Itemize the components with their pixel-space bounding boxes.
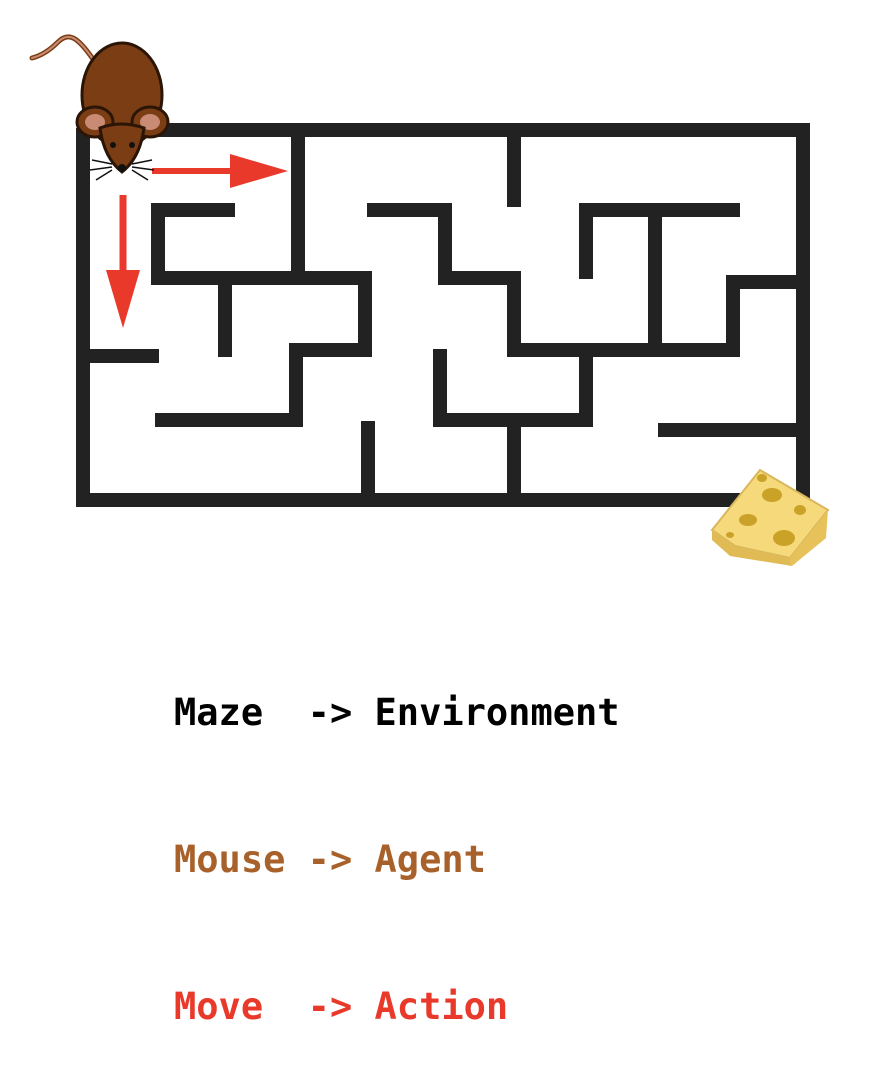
maze-wall <box>579 203 740 279</box>
maze-wall <box>726 275 810 357</box>
maze-diagram <box>29 34 830 566</box>
legend-arrow: -> <box>307 691 353 734</box>
maze-wall <box>367 203 593 427</box>
legend-row-agent: Mouse -> Agent <box>174 835 620 884</box>
legend-row-environment: Maze -> Environment <box>174 688 620 737</box>
maze <box>76 123 810 507</box>
legend: Maze -> Environment Mouse -> Agent Move … <box>174 590 620 1080</box>
legend-row-action: Move -> Action <box>174 982 620 1031</box>
maze-wall <box>151 203 372 427</box>
cheese-icon <box>710 468 830 566</box>
arrow-down-icon <box>106 195 140 328</box>
legend-arrow: -> <box>307 838 353 881</box>
legend-arrow: -> <box>307 985 353 1028</box>
arrow-right-icon <box>152 154 288 188</box>
maze-outer-wall <box>76 123 810 507</box>
legend-term: Maze <box>174 691 286 734</box>
legend-meaning: Environment <box>374 691 620 734</box>
mouse-icon <box>29 34 170 181</box>
legend-term: Move <box>174 985 286 1028</box>
legend-term: Mouse <box>174 838 286 881</box>
action-arrows <box>106 154 288 328</box>
legend-meaning: Action <box>374 985 509 1028</box>
legend-meaning: Agent <box>374 838 486 881</box>
